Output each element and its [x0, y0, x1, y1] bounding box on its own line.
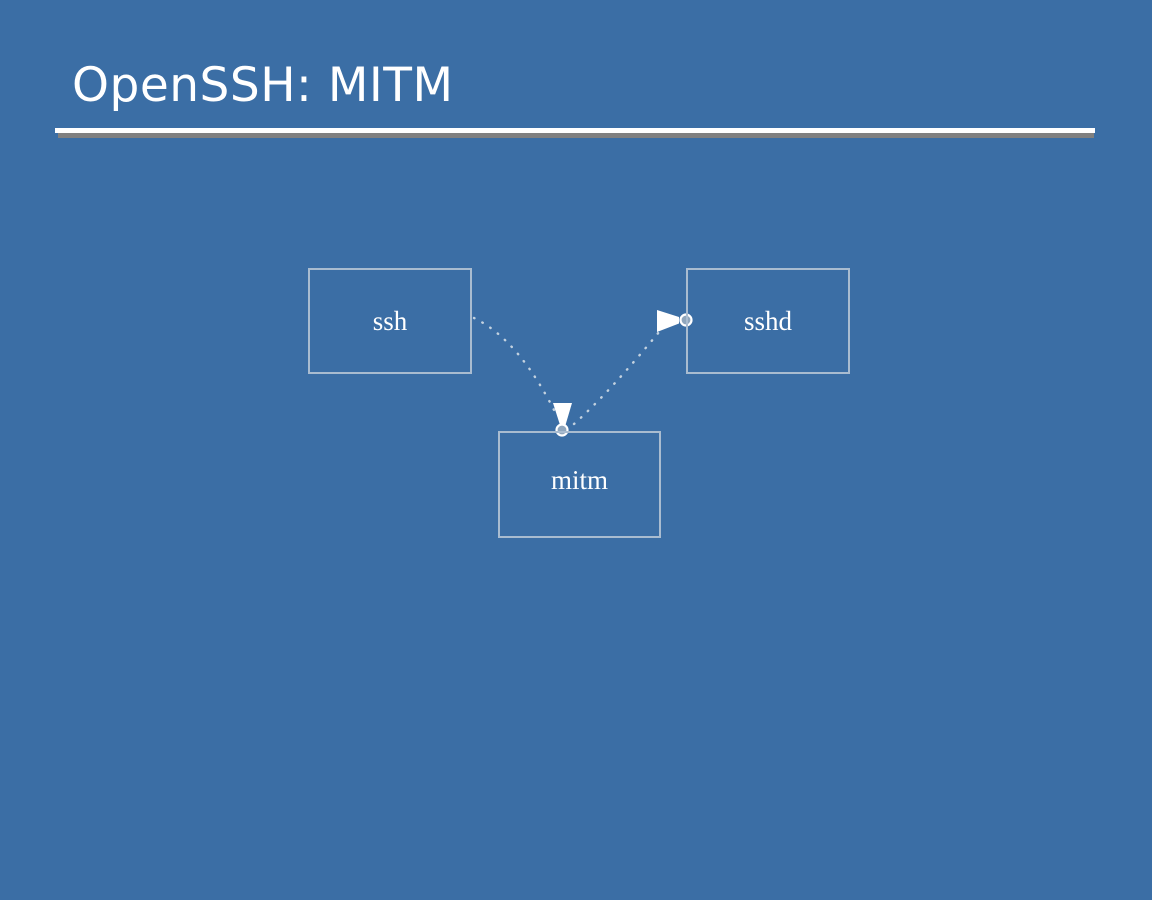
- title-rule: [55, 128, 1095, 133]
- edge-ssh-to-mitm: [472, 316, 560, 420]
- title-rule-shadow: [58, 133, 1094, 138]
- node-sshd-label: sshd: [743, 305, 792, 336]
- node-mitm-label: mitm: [550, 465, 608, 495]
- edge-mitm-to-sshd: [572, 324, 666, 426]
- page-title: OpenSSH: MITM: [72, 58, 454, 113]
- node-sshd[interactable]: sshd: [686, 268, 850, 374]
- arrowhead-into-mitm: [553, 403, 572, 425]
- node-ssh[interactable]: ssh: [308, 268, 472, 374]
- node-ssh-label: ssh: [372, 305, 408, 336]
- node-mitm[interactable]: mitm: [498, 431, 661, 538]
- arrowhead-into-sshd: [657, 310, 679, 332]
